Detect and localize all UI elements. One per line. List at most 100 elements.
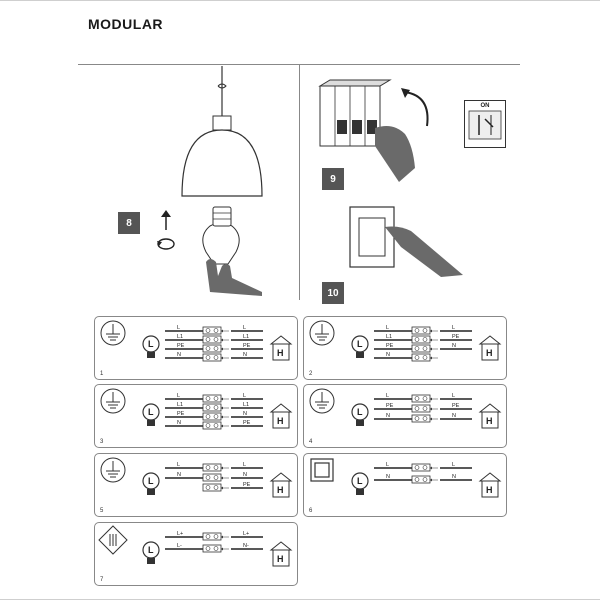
house-symbol-icon bbox=[269, 541, 293, 551]
left-wire-label: N bbox=[386, 352, 390, 358]
terminal-block bbox=[411, 394, 431, 403]
terminal-block bbox=[202, 473, 222, 482]
terminal-block bbox=[202, 544, 222, 553]
divider-vertical bbox=[299, 64, 300, 300]
right-wire-label: L bbox=[452, 393, 455, 399]
rotate-icon bbox=[157, 238, 175, 250]
terminal-block bbox=[202, 326, 222, 335]
left-wire-label: N bbox=[177, 472, 181, 478]
panel-number: 5 bbox=[100, 508, 104, 514]
terminal-block bbox=[202, 532, 222, 541]
terminal-block bbox=[202, 353, 222, 362]
svg-text:H: H bbox=[277, 554, 284, 564]
terminal-block bbox=[411, 335, 431, 344]
right-wire-label: PE bbox=[452, 334, 460, 340]
right-wire-label: L bbox=[452, 462, 455, 468]
left-wire-label: L bbox=[386, 325, 389, 331]
left-wire-label: PE bbox=[177, 411, 185, 417]
right-wire-label: L bbox=[243, 462, 246, 468]
svg-text:L: L bbox=[357, 476, 363, 486]
right-wire-label: PE bbox=[452, 403, 460, 409]
terminal-block bbox=[411, 475, 431, 484]
ground-symbol-icon bbox=[309, 320, 335, 346]
left-wire-label: N bbox=[177, 352, 181, 358]
right-wire-label: PE bbox=[243, 343, 251, 349]
right-wire-label: N bbox=[452, 343, 456, 349]
panel-number: 4 bbox=[309, 439, 313, 445]
left-wire-label: L1 bbox=[386, 334, 392, 340]
page-title: MODULAR bbox=[88, 16, 164, 32]
svg-text:H: H bbox=[277, 485, 284, 495]
house-symbol-icon bbox=[269, 472, 293, 482]
right-wire-label: N bbox=[243, 411, 247, 417]
svg-text:H: H bbox=[486, 416, 493, 426]
double-insulation-icon bbox=[310, 458, 334, 482]
left-wire-label: PE bbox=[386, 343, 394, 349]
svg-text:H: H bbox=[486, 485, 493, 495]
left-wire-label: N bbox=[177, 420, 181, 426]
house-symbol-icon bbox=[478, 403, 502, 413]
class-three-icon bbox=[98, 525, 128, 555]
terminal-block bbox=[202, 483, 222, 492]
ground-symbol-icon bbox=[309, 388, 335, 414]
terminal-block bbox=[202, 403, 222, 412]
panel-number: 7 bbox=[100, 577, 104, 583]
terminal-block bbox=[202, 394, 222, 403]
terminal-block bbox=[202, 412, 222, 421]
step-badge-8: 8 bbox=[118, 212, 140, 234]
terminal-block bbox=[411, 404, 431, 413]
arrow-up-icon bbox=[161, 210, 171, 230]
right-wire-label: L bbox=[243, 393, 246, 399]
left-wire-label: L bbox=[177, 393, 180, 399]
svg-text:L: L bbox=[148, 407, 154, 417]
right-wire-label: PE bbox=[243, 420, 251, 426]
svg-text:L: L bbox=[148, 545, 154, 555]
left-wire-label: L- bbox=[177, 543, 182, 549]
ground-symbol-icon bbox=[100, 320, 126, 346]
house-symbol-icon bbox=[478, 335, 502, 345]
ground-symbol-icon bbox=[100, 457, 126, 483]
wall-switch-illustration bbox=[349, 206, 463, 277]
switch-on-diagram: ON bbox=[464, 100, 506, 148]
terminal-block bbox=[411, 414, 431, 423]
right-wire-label: N- bbox=[243, 543, 249, 549]
right-wire-label: N bbox=[243, 472, 247, 478]
svg-text:L: L bbox=[357, 339, 363, 349]
right-wire-label: PE bbox=[243, 482, 251, 488]
terminal-block bbox=[411, 353, 431, 362]
terminal-block bbox=[202, 344, 222, 353]
left-wire-label: L bbox=[177, 325, 180, 331]
svg-text:L: L bbox=[148, 339, 154, 349]
right-wire-label: L1 bbox=[243, 402, 249, 408]
panel-number: 2 bbox=[309, 371, 313, 377]
ground-symbol-icon bbox=[100, 388, 126, 414]
svg-text:H: H bbox=[277, 416, 284, 426]
house-symbol-icon bbox=[269, 403, 293, 413]
switch-symbol-icon bbox=[468, 110, 502, 140]
left-wire-label: L1 bbox=[177, 402, 183, 408]
house-symbol-icon bbox=[478, 472, 502, 482]
panel-number: 3 bbox=[100, 439, 104, 445]
pendant-lamp-illustration bbox=[181, 66, 263, 296]
right-wire-label: L+ bbox=[243, 531, 249, 537]
left-wire-label: L bbox=[177, 462, 180, 468]
right-wire-label: N bbox=[452, 474, 456, 480]
panel-number: 6 bbox=[309, 508, 313, 514]
wiring-diagram: LHL+L+L-N- bbox=[98, 525, 293, 567]
svg-text:H: H bbox=[486, 348, 493, 358]
right-wire-label: L bbox=[452, 325, 455, 331]
step-badge-10: 10 bbox=[322, 282, 344, 304]
left-wire-label: PE bbox=[386, 403, 394, 409]
